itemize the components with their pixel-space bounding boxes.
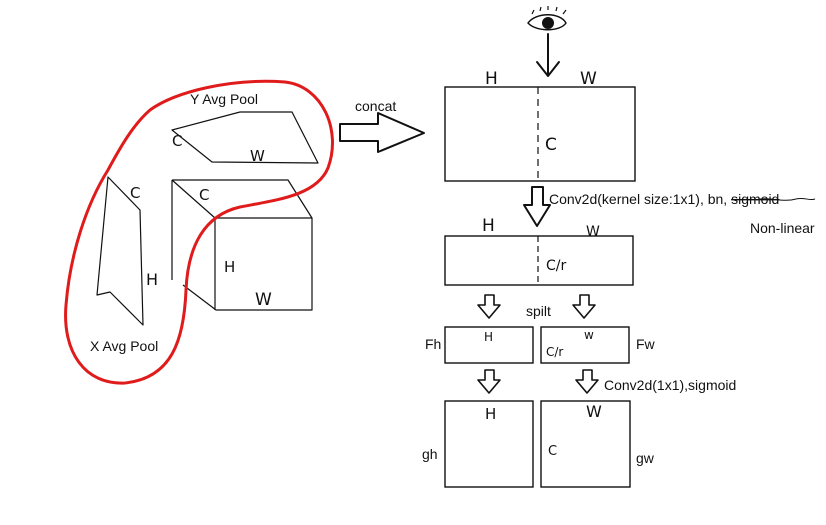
eye-icon [527,6,567,31]
fw-label: Fw [636,336,656,352]
fh-h-label: H [484,330,493,344]
gw-label: gw [636,450,655,466]
conv1-arrow [523,186,551,227]
cube-h-label: H [224,258,235,276]
concat-label: concat [355,98,396,114]
x-plane-h-label: H [146,270,158,289]
fh-label: Fh [425,336,441,352]
gw-c-label: C [548,444,557,459]
y-plane-c-label: C [172,132,182,150]
pooling-highlight-outline [64,79,334,385]
split-arrow-left [477,294,501,319]
conv2-arrow-right [575,369,599,394]
gh-block: gh H [422,400,534,488]
conv1-label: Conv2d(kernel size:1x1), bn, sigmoid [549,191,779,207]
split-arrow-right [572,294,596,319]
nonlinear-label: Non-linear [750,220,815,236]
x-pool-label: X Avg Pool [90,338,158,354]
left-sketch [96,111,319,326]
conv1-struck-text: sigmoid [731,191,779,207]
gh-h-label: H [485,405,496,423]
fw-block: Fw w C/r [540,326,656,364]
concat-block: H W C [444,69,636,182]
conv1-label-text: Conv2d(kernel size:1x1), bn, [549,191,731,207]
view-arrow [536,33,560,77]
block2-h-label: H [482,216,495,236]
gh-label: gh [422,446,438,462]
fh-block: Fh H [425,326,534,364]
fw-c-label: C/r [546,345,563,359]
block2-w-label: W [586,224,600,240]
block1-h-label: H [485,69,498,89]
strikeout-scribble [755,197,816,201]
gw-w-label: W [586,402,602,421]
conv2-label: Conv2d(1x1),sigmoid [604,377,736,393]
cube-c-label: C [199,186,209,204]
conv2-arrow-left [477,369,501,394]
reduced-block: H W C/r [444,216,634,286]
cube-w-label: W [255,290,272,310]
fw-w-label: w [584,328,594,342]
block1-w-label: W [580,69,597,89]
left-sketch-labels: Y Avg Pool X Avg Pool C W C H C H W [90,91,272,354]
y-pool-plane [171,111,319,164]
y-pool-label: Y Avg Pool [190,91,258,107]
x-pool-plane [96,176,144,326]
y-plane-w-label: W [250,147,265,165]
x-plane-c-label: C [130,184,140,202]
feature-cube [171,179,313,311]
gw-block: gw W C [540,400,655,488]
block2-c-label: C/r [546,258,566,274]
concat-arrow [339,112,425,153]
block1-c-label: C [545,135,557,155]
split-label: spilt [526,303,551,319]
